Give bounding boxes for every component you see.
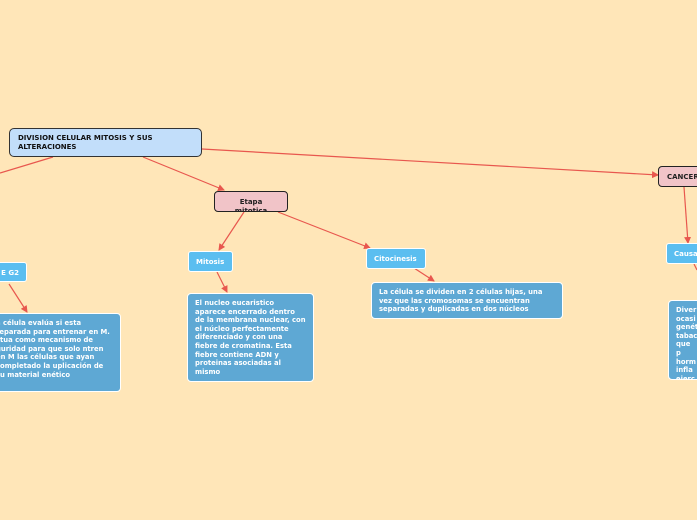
node-cancer[interactable]: CANCER [658,166,697,187]
link-g2-text [8,283,28,313]
link-root-etapa [142,156,225,191]
node-mitosis-description[interactable]: El nucleo eucaristico aparece encerrado … [187,293,314,382]
node-etapa-mitotica[interactable]: Etapa mitotica [214,191,288,212]
node-g2-description[interactable]: a célula evalúa si esta reparada para en… [0,313,121,392]
link-root-g2 [0,156,54,174]
node-mitosis[interactable]: Mitosis [188,251,233,272]
link-etapa-citocinesis [277,211,371,250]
node-causa-description[interactable]: Diver ocasi genét tabac que p horm infla… [668,300,697,380]
link-cancer-causa [683,186,692,244]
root-node[interactable]: DIVISION CELULAR MITOSIS Y SUS ALTERACIO… [9,128,202,157]
node-g2[interactable]: E G2 [0,262,27,282]
link-citocinesis-text [413,267,435,282]
node-citocinesis[interactable]: Citocinesis [366,248,426,269]
link-mitosis-text [216,271,228,293]
link-etapa-mitosis [218,211,245,251]
link-root-cancer [201,148,659,179]
node-citocinesis-description[interactable]: La célula se dividen en 2 células hijas,… [371,282,563,319]
node-causa[interactable]: Causa [666,243,697,264]
